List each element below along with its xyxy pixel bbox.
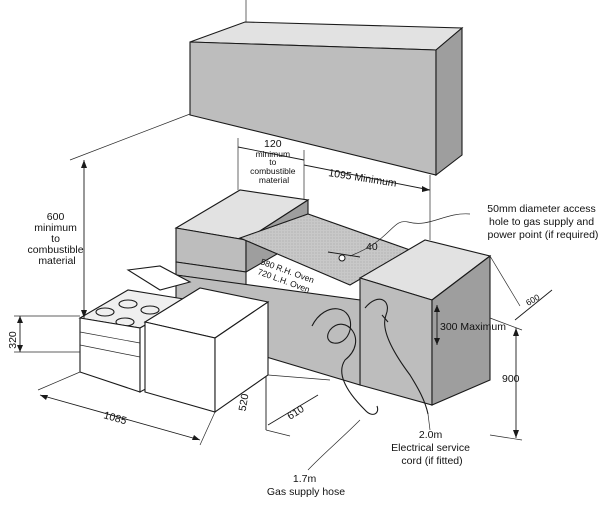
label-elec-cord: 2.0m Electrical service cord (if fitted) [391, 429, 473, 467]
service-hoses [311, 213, 471, 415]
label-side-clearance: 120 minimum to combustible material [250, 138, 298, 185]
dim-40 [327, 251, 361, 258]
dim-520 [265, 376, 291, 437]
label-leaders [307, 413, 431, 471]
overhead-cupboard [189, 0, 464, 177]
dim-side-clearance [237, 138, 305, 200]
dim-min-width [303, 164, 431, 240]
adjoining-unit [143, 287, 270, 414]
label-dim-40: 40 [366, 241, 378, 253]
label-320: 320 [7, 331, 19, 349]
label-min-width: 1095 Minimum [328, 167, 398, 190]
label-rangehood-clearance: 600 minimum to combustible material [28, 211, 87, 267]
label-depth: 600 [524, 292, 542, 308]
label-900: 900 [502, 373, 520, 385]
label-520: 520 [237, 393, 252, 412]
dim-610 [267, 374, 331, 426]
dim-depth [489, 255, 553, 321]
dim-300-max [434, 305, 440, 345]
dim-rangehood-clearance [69, 113, 191, 318]
label-610: 610 [285, 403, 306, 423]
label-access-hole: 50mm diameter access hole to gas supply … [487, 203, 598, 241]
dim-1085 [37, 371, 216, 446]
label-1085: 1085 [102, 409, 128, 427]
dim-320 [14, 315, 80, 353]
label-gas-hose: 1.7m Gas supply hose [267, 473, 345, 498]
dim-900 [489, 317, 523, 441]
label-300-max: 300 Maximum [440, 321, 506, 333]
